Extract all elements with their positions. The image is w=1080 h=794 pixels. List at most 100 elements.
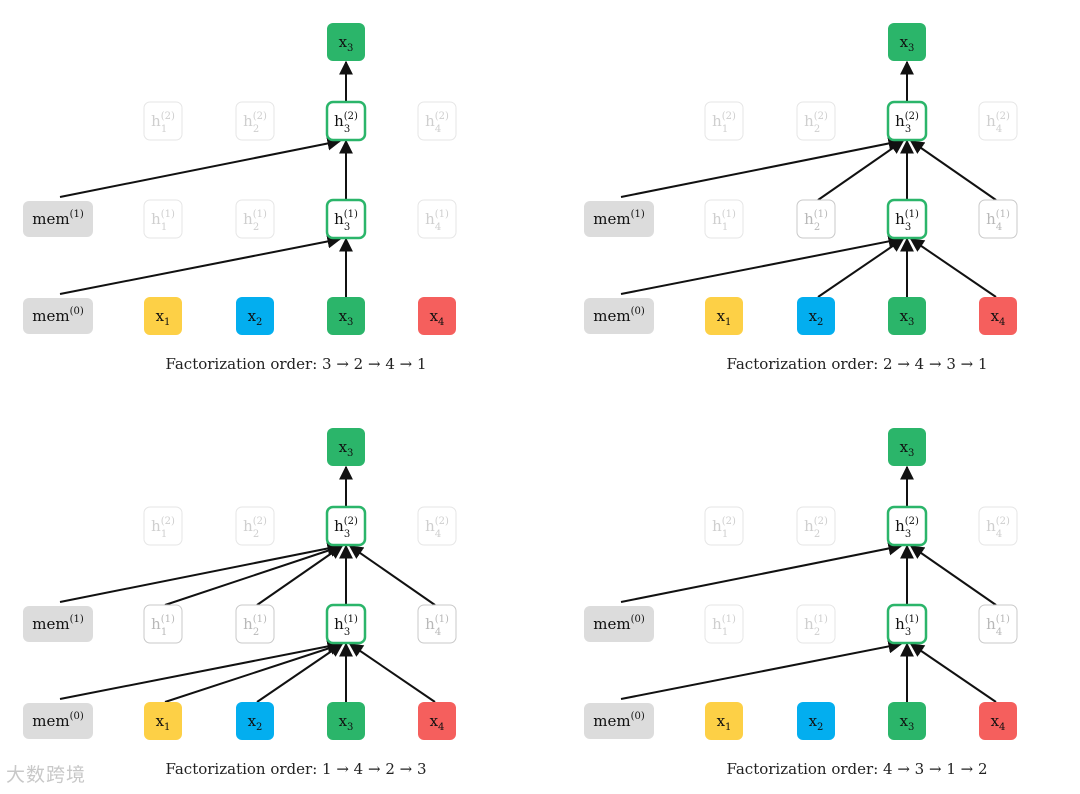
arrow-h2-1-to-h3-2 bbox=[817, 140, 905, 201]
h2-1-label: h(1)2 bbox=[804, 209, 828, 233]
input-x2-label: x2 bbox=[809, 712, 824, 733]
h4-2-label: h(2)4 bbox=[425, 111, 449, 135]
factorization-caption: Factorization order: 1 → 4 → 2 → 3 bbox=[165, 760, 426, 778]
mem-bottom-label: mem(0) bbox=[32, 711, 84, 730]
input-x4-label: x4 bbox=[991, 307, 1006, 328]
h4-1-label: h(1)4 bbox=[425, 614, 449, 638]
output-x3-node bbox=[888, 428, 926, 466]
input-x2-label: x2 bbox=[248, 307, 263, 328]
mem-top-label: mem(1) bbox=[593, 209, 645, 228]
arrow-x4-to-h3-1 bbox=[909, 238, 997, 298]
h1-1-node bbox=[704, 199, 744, 239]
input-x4-node bbox=[979, 702, 1017, 740]
arrow-mem-bottom-to-h3-1 bbox=[620, 234, 903, 295]
input-x1-label: x1 bbox=[156, 307, 171, 328]
arrow-mem-top-to-h3-2 bbox=[59, 541, 342, 603]
output-x3-label: x3 bbox=[339, 33, 354, 54]
h4-1-label: h(1)4 bbox=[986, 614, 1010, 638]
h2-1-label: h(1)2 bbox=[243, 209, 267, 233]
mem-top-node bbox=[584, 606, 654, 642]
h3-2-label: h(2)3 bbox=[895, 516, 919, 540]
arrow-x4-to-h3-1 bbox=[348, 643, 436, 703]
factorization-caption: Factorization order: 2 → 4 → 3 → 1 bbox=[726, 355, 987, 373]
h2-1-node bbox=[796, 199, 836, 239]
h2-2-node bbox=[235, 506, 275, 546]
arrow-mem-bottom-to-h3-1 bbox=[59, 639, 342, 700]
h4-1-label: h(1)4 bbox=[986, 209, 1010, 233]
h2-2-node bbox=[235, 101, 275, 141]
h3-2-label: h(2)3 bbox=[334, 516, 358, 540]
input-x3-label: x3 bbox=[900, 712, 915, 733]
mem-bottom-label: mem(0) bbox=[32, 306, 84, 325]
h2-2-label: h(2)2 bbox=[804, 516, 828, 540]
input-x4-node bbox=[979, 297, 1017, 335]
h4-1-label: h(1)4 bbox=[425, 209, 449, 233]
input-x1-node bbox=[144, 297, 182, 335]
h2-2-label: h(2)2 bbox=[243, 111, 267, 135]
h2-1-node bbox=[796, 604, 836, 644]
arrow-x1-to-h3-1 bbox=[164, 641, 344, 703]
arrow-mem-bottom-to-h3-1 bbox=[59, 234, 342, 295]
arrow-h2-1-to-h3-2 bbox=[256, 545, 344, 606]
mem-bottom-node bbox=[584, 298, 654, 334]
input-x2-node bbox=[797, 297, 835, 335]
h4-2-label: h(2)4 bbox=[986, 516, 1010, 540]
h2-1-label: h(1)2 bbox=[804, 614, 828, 638]
output-x3-node bbox=[327, 23, 365, 61]
h4-1-node bbox=[978, 199, 1018, 239]
h1-2-label: h(2)1 bbox=[712, 111, 736, 135]
h3-1-node bbox=[325, 198, 367, 240]
mem-top-node bbox=[23, 201, 93, 237]
h1-2-node bbox=[143, 101, 183, 141]
input-x3-label: x3 bbox=[339, 712, 354, 733]
h2-2-node bbox=[796, 101, 836, 141]
output-x3-node bbox=[327, 428, 365, 466]
factorization-caption: Factorization order: 4 → 3 → 1 → 2 bbox=[726, 760, 987, 778]
arrow-h4-1-to-h3-2 bbox=[909, 545, 997, 606]
mem-top-node bbox=[23, 606, 93, 642]
h3-1-node bbox=[886, 603, 928, 645]
output-x3-label: x3 bbox=[900, 33, 915, 54]
mem-bottom-label: mem(0) bbox=[593, 306, 645, 325]
input-x1-node bbox=[705, 297, 743, 335]
output-x3-label: x3 bbox=[339, 438, 354, 459]
h4-2-node bbox=[978, 101, 1018, 141]
mem-bottom-node bbox=[23, 703, 93, 739]
input-x3-node bbox=[888, 702, 926, 740]
h3-1-node bbox=[886, 198, 928, 240]
h4-2-node bbox=[417, 101, 457, 141]
input-x4-label: x4 bbox=[430, 712, 445, 733]
mem-top-label: mem(0) bbox=[593, 614, 645, 633]
h1-1-node bbox=[143, 199, 183, 239]
h4-1-node bbox=[417, 199, 457, 239]
input-x2-node bbox=[236, 702, 274, 740]
mem-top-node bbox=[584, 201, 654, 237]
h3-2-node bbox=[886, 505, 928, 547]
input-x3-node bbox=[327, 702, 365, 740]
h4-1-node bbox=[978, 604, 1018, 644]
h1-2-node bbox=[704, 506, 744, 546]
h2-2-label: h(2)2 bbox=[804, 111, 828, 135]
h3-1-node bbox=[325, 603, 367, 645]
mem-top-label: mem(1) bbox=[32, 209, 84, 228]
h4-2-label: h(2)4 bbox=[425, 516, 449, 540]
h3-2-node bbox=[886, 100, 928, 142]
mem-top-label: mem(1) bbox=[32, 614, 84, 633]
h1-1-node bbox=[704, 604, 744, 644]
input-x2-label: x2 bbox=[809, 307, 824, 328]
h4-1-node bbox=[417, 604, 457, 644]
h4-2-node bbox=[417, 506, 457, 546]
input-x4-node bbox=[418, 297, 456, 335]
h1-1-label: h(1)1 bbox=[712, 209, 736, 233]
input-x3-node bbox=[888, 297, 926, 335]
mem-bottom-node bbox=[23, 298, 93, 334]
arrow-h1-1-to-h3-2 bbox=[164, 543, 344, 606]
arrow-x4-to-h3-1 bbox=[909, 643, 997, 703]
output-x3-node bbox=[888, 23, 926, 61]
input-x1-label: x1 bbox=[156, 712, 171, 733]
arrow-h4-1-to-h3-2 bbox=[348, 545, 436, 606]
arrow-mem-top-to-h3-2 bbox=[620, 541, 903, 603]
input-x2-node bbox=[797, 702, 835, 740]
